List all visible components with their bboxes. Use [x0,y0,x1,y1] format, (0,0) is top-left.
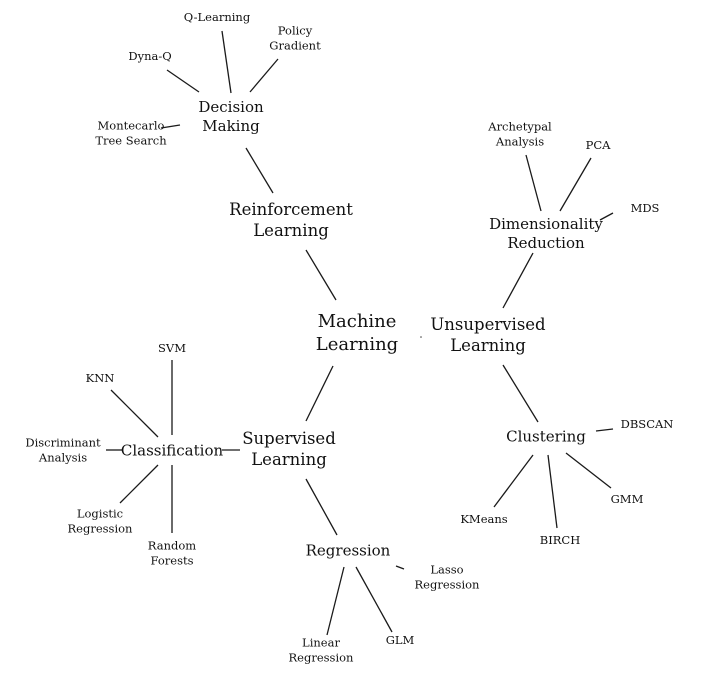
edge-dm-mcts [160,124,181,129]
edge-rg-glm [355,566,393,633]
node-rg: Regression [306,542,391,561]
node-label-line: Machine [317,311,397,332]
edge-dm-ql [221,30,232,94]
node-label-line: Reinforcement [229,200,353,219]
node-label-line: SVM [158,340,186,355]
node-label-line: Dimensionality [489,215,603,233]
edge-ml-rl [305,249,337,301]
node-cl: Clustering [506,428,586,447]
node-label-line: GLM [385,632,415,647]
node-label-line: PCA [585,137,611,152]
node-cf: Classification [121,442,223,461]
edge-rl-dm [245,147,274,194]
node-label-line: GMM [610,491,644,506]
node-svm: SVM [158,341,186,356]
edge-cl-gmm [565,452,612,489]
edge-rg-linr [326,566,345,636]
node-label-line: DBSCAN [620,416,674,431]
edge-cf-knn [110,389,159,438]
edge-cl-dbscan [595,428,614,432]
edge-dr-mds [599,212,614,221]
edge-dr-aa [525,154,542,212]
node-label-line: Classification [120,441,224,460]
node-label-line: Linear [302,635,340,650]
edge-cf-lr [119,464,159,504]
edge-cl-birch [547,454,558,529]
node-label-line: Discriminant [25,435,101,450]
node-label-line: KNN [85,370,115,385]
node-label-line: Policy [277,23,313,38]
node-birch: BIRCH [540,533,580,548]
node-label-line: Unsupervised [430,315,546,334]
node-label-line: Regression [305,541,391,560]
node-label-line: KMeans [460,511,508,526]
node-ql: Q-Learning [184,10,250,25]
node-label-line: Tree Search [95,133,167,147]
node-knn: KNN [86,371,115,386]
edge-cl-kmeans [493,454,534,508]
node-label-line: Gradient [269,38,321,52]
node-label-line: Analysis [495,134,545,148]
node-label-line: Regression [288,650,354,664]
node-gmm: GMM [611,492,644,507]
edge-sl-rg [305,478,338,536]
node-label-line: Analysis [38,450,88,464]
node-label-line: Learning [315,334,399,355]
node-label-line: Q-Learning [183,9,251,24]
node-label-line: Regression [67,521,133,535]
edge-rg-lasso [395,565,405,570]
node-label-line: BIRCH [539,532,581,547]
node-label-line: MDS [630,200,660,215]
node-label-line: Learning [251,450,327,469]
node-pca: PCA [586,138,611,153]
edge-ul-cl [502,364,539,423]
node-label-line: Learning [450,336,526,355]
node-label-line: Logistic [76,506,124,521]
node-label-line: Dyna-Q [128,48,172,63]
node-label-line: Decision [198,98,264,116]
node-label-line: Regression [414,577,480,591]
node-label-line: Clustering [506,427,586,446]
edge-dr-pca [559,157,592,212]
node-glm: GLM [386,633,415,648]
edge-ul-dr [502,252,534,309]
node-label-line: Montecarlo [97,118,165,133]
node-label-line: Reduction [507,234,585,252]
node-label-line: Archetypal [488,119,552,134]
edge-dm-dq [166,69,200,93]
edge-dm-pg [249,58,279,93]
node-kmeans: KMeans [460,512,507,527]
node-mds: MDS [631,201,660,216]
node-label-line: Forests [150,553,194,567]
node-label-line: Learning [253,221,329,240]
node-label-line: Making [202,117,260,135]
node-label-line: Random [147,538,197,553]
node-dq: Dyna-Q [128,49,171,64]
node-label-line: Lasso [430,562,464,577]
edge-ml-ul-dot [420,336,422,338]
edge-ml-sl [305,365,334,422]
node-dbscan: DBSCAN [621,417,674,432]
node-label-line: Supervised [242,429,336,448]
